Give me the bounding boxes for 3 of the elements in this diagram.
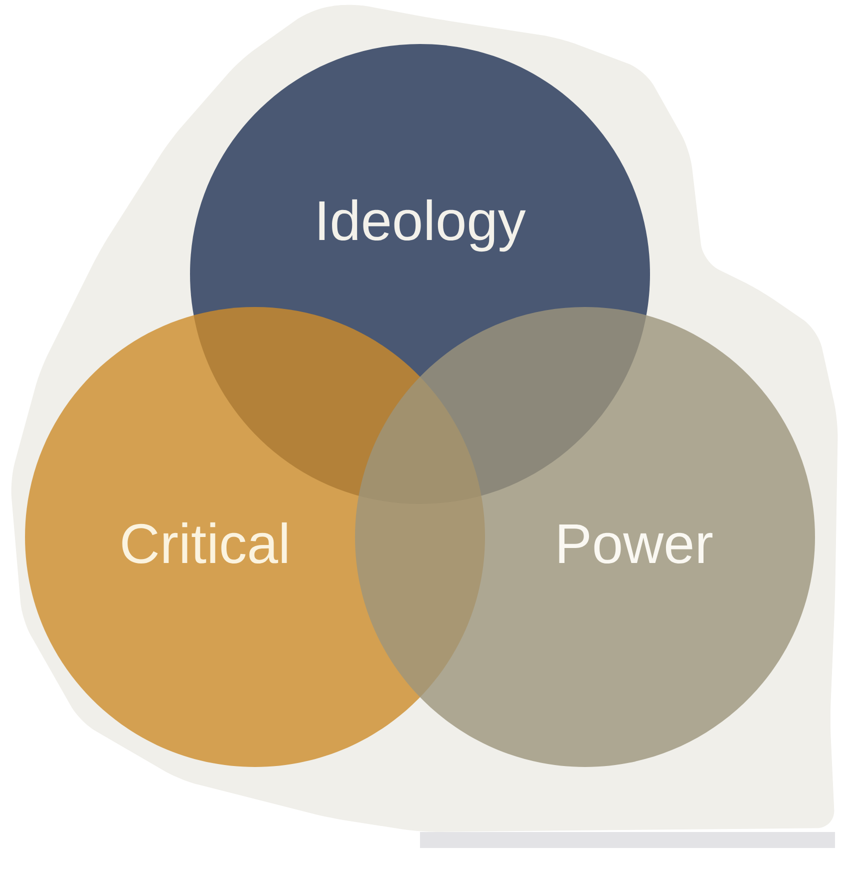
circle-label: Ideology — [319, 199, 526, 252]
circle-label: Critical — [122, 522, 287, 564]
circle-label: Power — [559, 524, 712, 564]
